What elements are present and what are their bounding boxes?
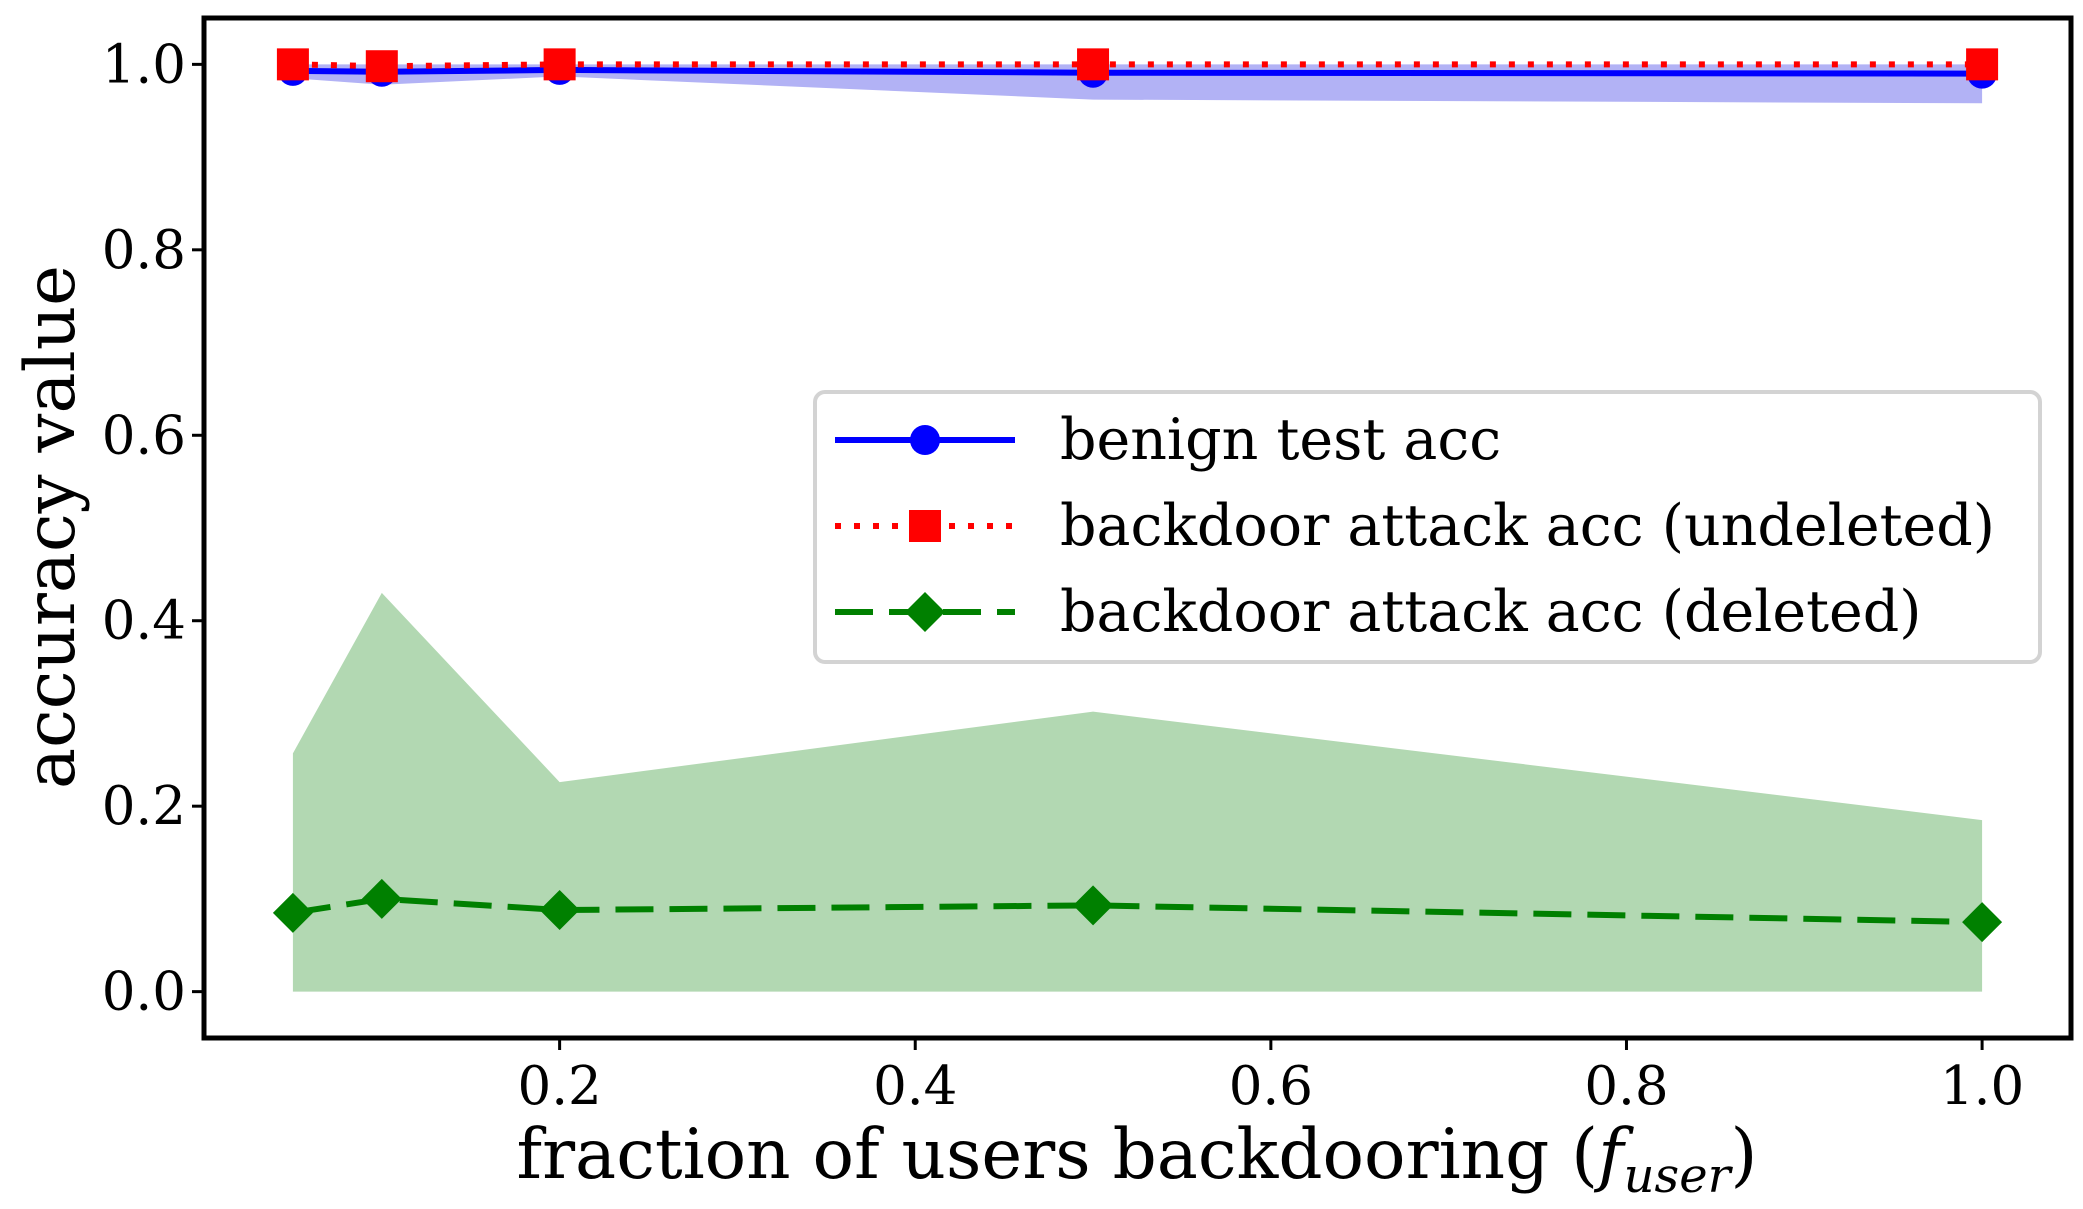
y-axis-label: accuracy value	[11, 265, 91, 789]
legend-marker-2	[909, 510, 941, 542]
point-series-2	[1077, 48, 1109, 80]
legend-label-2: backdoor attack acc (undeleted)	[1060, 493, 1995, 559]
y-tick-label: 0.2	[102, 776, 186, 837]
legend: benign test acc backdoor attack acc (unde…	[815, 392, 2040, 662]
x-tick-label: 1.0	[1940, 1056, 2024, 1117]
point-series-2	[277, 48, 309, 80]
y-axis-ticks: 0.0 0.2 0.4 0.6 0.8 1.0	[102, 34, 204, 1022]
legend-marker-1	[910, 425, 940, 455]
point-series-2	[544, 48, 576, 80]
point-series-2	[1966, 48, 1998, 80]
x-tick-label: 0.8	[1584, 1056, 1668, 1117]
y-tick-label: 0.8	[102, 220, 186, 281]
legend-label-1: benign test acc	[1060, 407, 1501, 473]
x-tick-label: 0.2	[517, 1056, 601, 1117]
y-tick-label: 1.0	[102, 34, 186, 95]
y-tick-label: 0.0	[102, 962, 186, 1023]
y-tick-label: 0.4	[102, 591, 186, 652]
x-axis-label: fraction of users backdooring (fuser)	[517, 1115, 1758, 1204]
x-tick-label: 0.4	[873, 1056, 957, 1117]
x-tick-label: 0.6	[1229, 1056, 1313, 1117]
x-axis-ticks: 0.2 0.4 0.6 0.8 1.0	[517, 1038, 2024, 1117]
y-tick-label: 0.6	[102, 405, 186, 466]
point-series-2	[366, 50, 398, 82]
legend-label-3: backdoor attack acc (deleted)	[1060, 579, 1922, 645]
